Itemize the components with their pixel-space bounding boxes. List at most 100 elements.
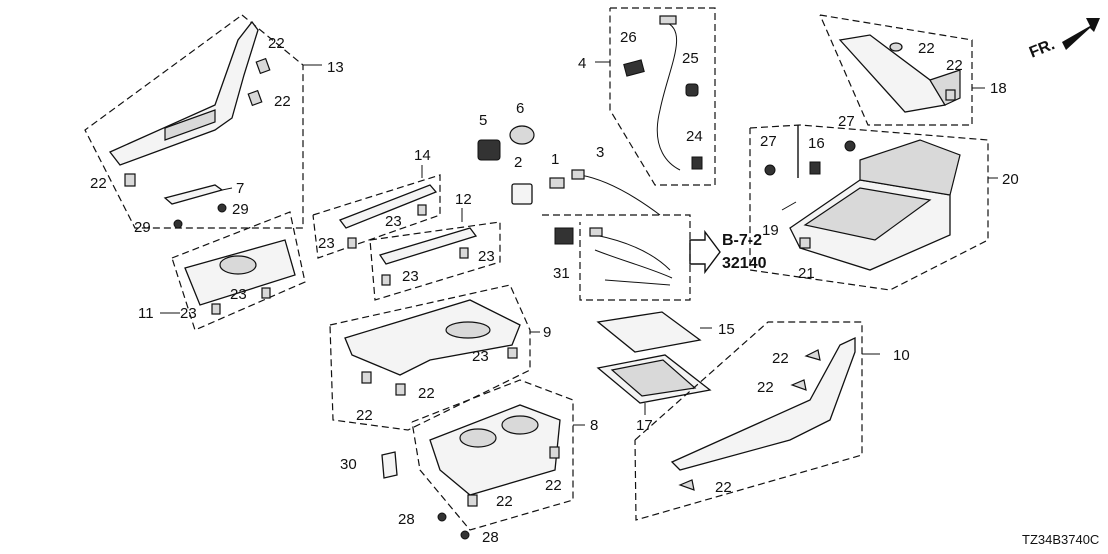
reference-section: B-7-2 (722, 232, 762, 249)
callout-23-b: 23 (230, 286, 247, 303)
clip-22-a (255, 57, 271, 75)
callout-labels: 13 22 22 22 7 29 29 11 23 23 14 23 23 12… (90, 29, 1019, 546)
cup-recess-a (459, 428, 497, 448)
callout-22-e: 22 (418, 385, 435, 402)
callout-25: 25 (682, 50, 699, 67)
callout-23-g: 23 (472, 348, 489, 365)
clip-22-e (395, 383, 406, 396)
part-25 (685, 83, 699, 97)
part-21 (799, 237, 811, 249)
tray-mat-15 (596, 311, 702, 353)
group-14 (312, 165, 441, 259)
screw-28-a (437, 512, 447, 522)
group-18 (819, 14, 985, 126)
group-9 (329, 284, 540, 431)
group-18-boundary (819, 14, 973, 126)
part-26 (623, 59, 645, 77)
callout-22-b: 22 (274, 93, 291, 110)
callout-18: 18 (990, 80, 1007, 97)
console-opening (445, 321, 491, 339)
callout-6: 6 (516, 100, 524, 117)
callout-8: 8 (590, 417, 598, 434)
callout-22-i: 22 (757, 379, 774, 396)
screw-29-a (217, 203, 227, 213)
trim-panel-slot (164, 109, 216, 141)
clip-23-a (211, 303, 221, 315)
callout-22-f: 22 (545, 477, 562, 494)
group-10 (634, 321, 880, 521)
group-4-boundary (609, 7, 716, 186)
direction-label: FR. (1027, 36, 1057, 61)
group-8 (411, 379, 585, 540)
callout-23-a: 23 (180, 305, 197, 322)
group-31 (542, 214, 721, 301)
clip-22-f (549, 446, 560, 459)
trim-panel-group-13 (84, 14, 322, 229)
part-7-group (163, 184, 233, 229)
callout-31: 31 (553, 265, 570, 282)
console-box-top (859, 139, 961, 196)
clip-23-b (261, 287, 271, 299)
callout-22-a: 22 (268, 35, 285, 52)
clip-22-j (678, 479, 695, 491)
callout-22-d: 22 (356, 407, 373, 424)
callout-23-c: 23 (385, 213, 402, 230)
callout-12: 12 (455, 191, 472, 208)
screw-28-b (460, 530, 470, 540)
group-13-boundary (84, 14, 304, 229)
part-2 (511, 183, 533, 205)
callout-5: 5 (479, 112, 487, 129)
callout-22-g: 22 (496, 493, 513, 510)
callout-4: 4 (578, 55, 586, 72)
cup-recess-b (501, 415, 539, 435)
part-6 (509, 125, 535, 145)
clip-23-c (417, 204, 427, 216)
clip-22-l (945, 89, 956, 101)
group-4 (595, 7, 716, 186)
callout-17: 17 (636, 417, 653, 434)
group-8-boundary (411, 379, 574, 531)
clip-23-d (347, 237, 357, 249)
sub-connector (589, 227, 603, 237)
clip-23-e (459, 247, 469, 259)
callout-1: 1 (551, 151, 559, 168)
callout-29-a: 29 (232, 201, 249, 218)
cup-holder (429, 404, 561, 496)
clip-23-g (507, 347, 518, 359)
callout-2: 2 (514, 154, 522, 171)
callout-26: 26 (620, 29, 637, 46)
callout-22-h: 22 (772, 350, 789, 367)
group-12-boundary (369, 221, 501, 301)
group-11-boundary (171, 211, 306, 331)
callout-30: 30 (340, 456, 357, 473)
clip-22-h (804, 349, 821, 361)
reference-number: 32140 (722, 255, 767, 272)
harness-3 (579, 174, 661, 216)
callout-23-f: 23 (402, 268, 419, 285)
callout-28-b: 28 (482, 529, 499, 546)
screw-27-a (844, 140, 856, 152)
trays (596, 311, 712, 415)
group-14-boundary (312, 174, 441, 259)
part-31 (554, 227, 574, 245)
callout-13: 13 (327, 59, 344, 76)
usb-cable (656, 21, 681, 171)
group-9-boundary (329, 284, 531, 431)
callout-15: 15 (718, 321, 735, 338)
callout-11: 11 (138, 305, 154, 322)
part-16 (809, 161, 821, 175)
drawing-code: TZ34B3740C (1022, 532, 1099, 547)
callout-9: 9 (543, 324, 551, 341)
group-10-boundary (634, 321, 863, 521)
clip-22-i (790, 379, 807, 391)
callout-21: 21 (798, 265, 815, 282)
garnish-bar (163, 184, 224, 205)
reference-arrow (689, 229, 721, 275)
shift-opening (219, 255, 257, 275)
console-box-tray (803, 187, 932, 241)
screw-27-b (764, 164, 776, 176)
small-parts (477, 125, 661, 216)
group-12 (369, 208, 501, 301)
